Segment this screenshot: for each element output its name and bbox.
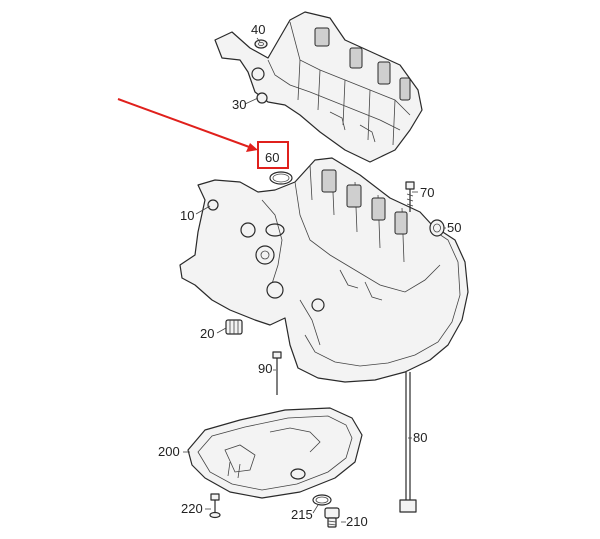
part-220-bolt bbox=[209, 493, 221, 519]
part-80-bolt bbox=[399, 372, 417, 513]
part-50-plug bbox=[429, 219, 445, 237]
label-part-220: 220 bbox=[181, 501, 203, 516]
label-part-30: 30 bbox=[232, 97, 247, 112]
label-part-70: 70 bbox=[420, 185, 435, 200]
part-60-o-ring bbox=[269, 171, 293, 185]
part-10-crankcase bbox=[179, 157, 469, 383]
part-210-drain-plug bbox=[324, 507, 340, 528]
label-part-40: 40 bbox=[251, 22, 266, 37]
label-part-215: 215 bbox=[291, 507, 313, 522]
label-part-60: 60 bbox=[265, 150, 280, 165]
label-part-80: 80 bbox=[413, 430, 428, 445]
part-200-oil-pan bbox=[187, 407, 363, 499]
part-215-sealing-ring bbox=[312, 494, 332, 506]
part-30-camshaft-housing bbox=[214, 11, 423, 163]
label-part-20: 20 bbox=[200, 326, 215, 341]
label-part-10: 10 bbox=[180, 208, 195, 223]
label-part-50: 50 bbox=[447, 220, 462, 235]
part-70-bolt bbox=[405, 181, 415, 212]
pointer-arrow bbox=[117, 98, 258, 152]
part-20-threaded-plug bbox=[225, 319, 243, 335]
label-part-210: 210 bbox=[346, 514, 368, 529]
part-40-washer bbox=[254, 39, 268, 49]
leader-lines bbox=[183, 37, 446, 523]
label-part-200: 200 bbox=[158, 444, 180, 459]
label-part-90: 90 bbox=[258, 361, 273, 376]
part-90-bolt bbox=[272, 351, 282, 395]
highlight-box bbox=[257, 141, 289, 169]
